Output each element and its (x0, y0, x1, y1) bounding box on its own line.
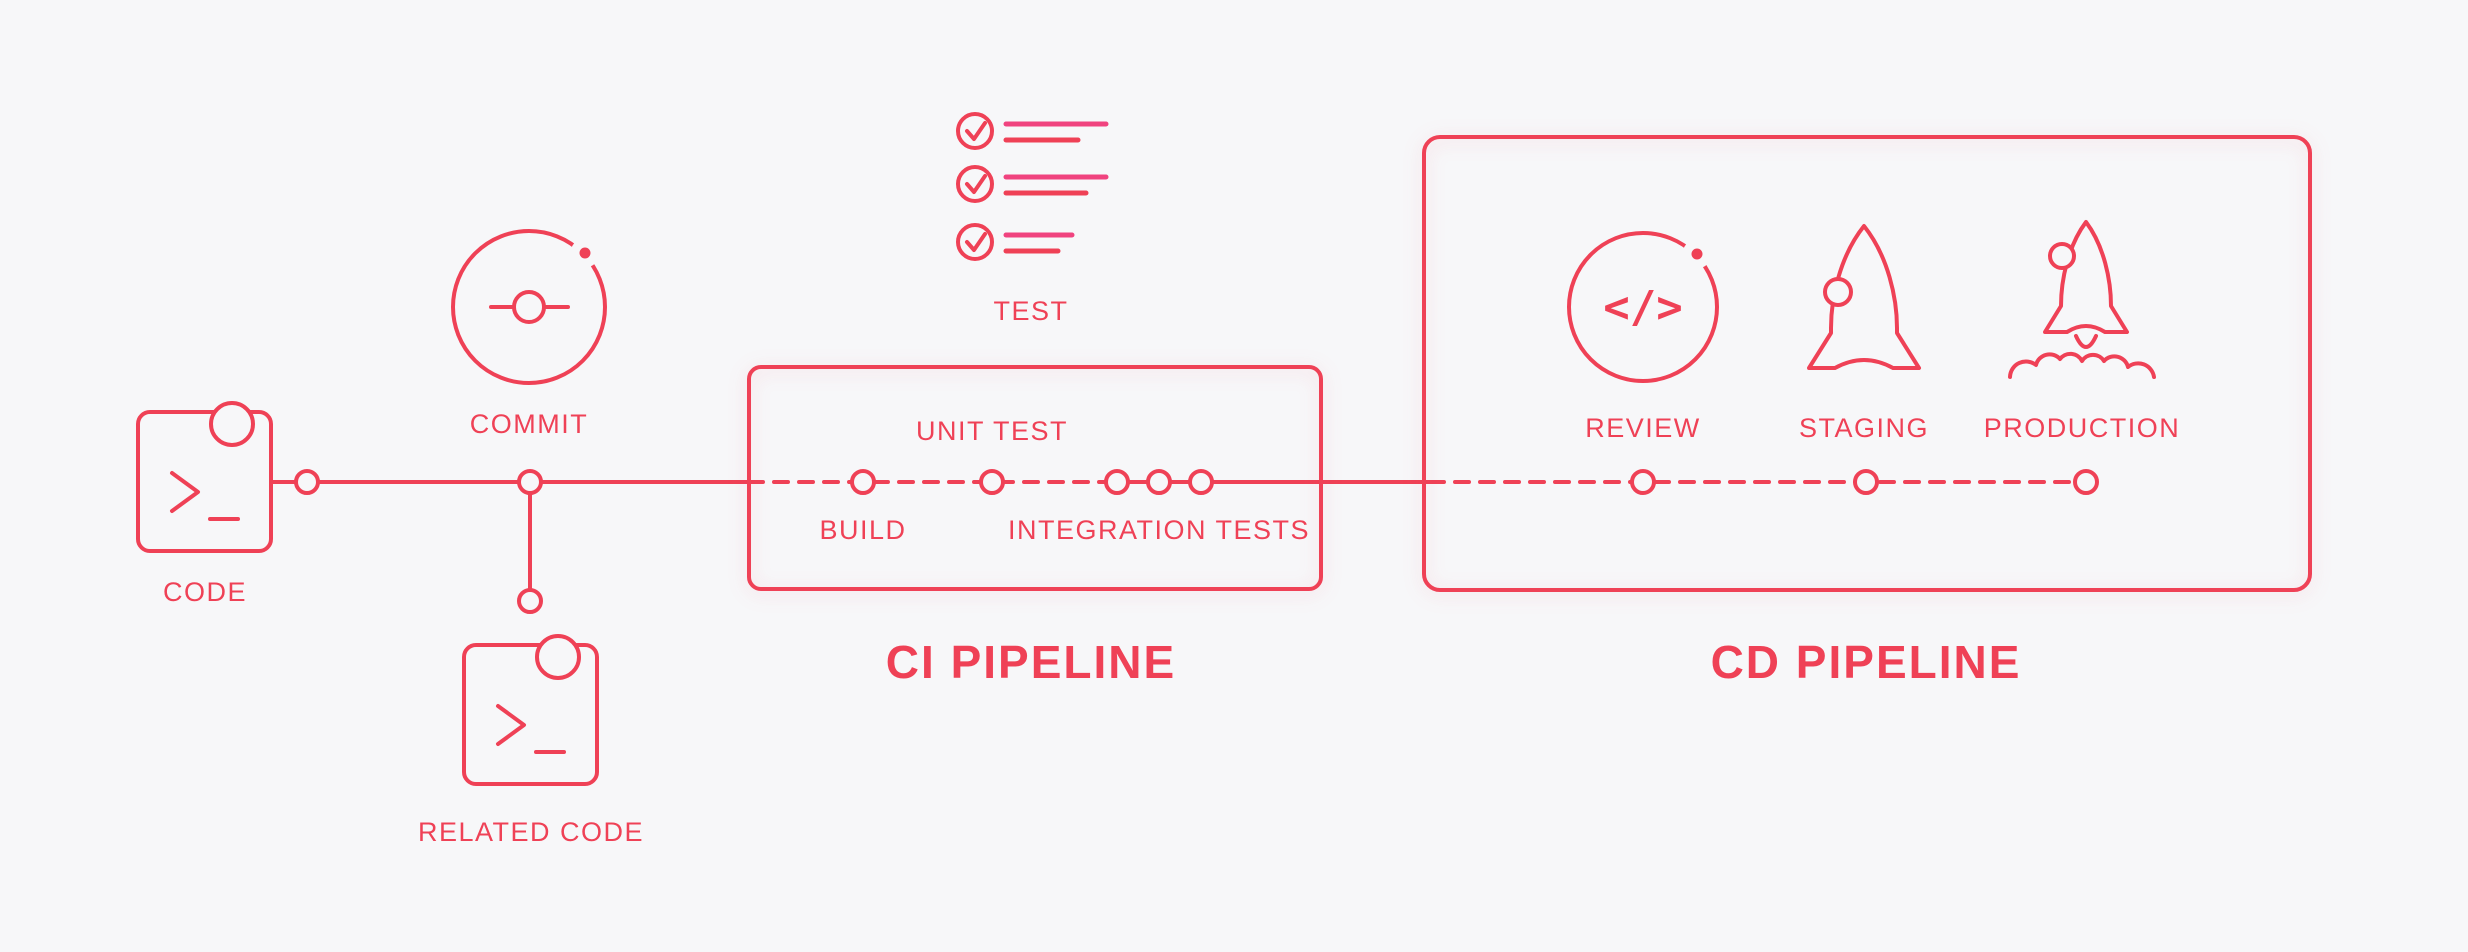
build-label: BUILD (819, 515, 906, 545)
review-icon-orbit (1567, 231, 1719, 383)
ci-pipeline-title: CI PIPELINE (886, 636, 1176, 688)
node-related-code (517, 588, 543, 614)
related-code-icon-prompt-chevron (496, 704, 526, 746)
integration-tests-label: INTEGRATION TESTS (1008, 515, 1310, 545)
commit-icon-orbit (451, 229, 607, 385)
cd-pipeline-box (1422, 135, 2312, 592)
production-label: PRODUCTION (1984, 413, 2181, 443)
node-integration-3 (1188, 469, 1214, 495)
cd-pipeline-title: CD PIPELINE (1711, 636, 2022, 688)
check-circle-icon (956, 165, 994, 203)
node-commit (517, 469, 543, 495)
node-integration-2 (1146, 469, 1172, 495)
rocket-window (1823, 277, 1853, 307)
test-label: TEST (993, 296, 1068, 326)
review-label: REVIEW (1585, 413, 1701, 443)
production-launch-icon (2008, 220, 2156, 379)
check-mark-icon (965, 232, 987, 252)
code-icon-badge (209, 401, 255, 447)
code-icon-prompt-chevron (170, 471, 200, 513)
node-code (294, 469, 320, 495)
commit-label: COMMIT (470, 409, 588, 439)
code-icon-window (136, 410, 273, 553)
launch-cloud (2008, 351, 2156, 379)
related-code-icon (462, 634, 599, 786)
code-label: CODE (163, 577, 247, 607)
review-icon-satellite-dot (1682, 239, 1712, 269)
node-production (2073, 469, 2099, 495)
ci-pipeline-box (747, 365, 1323, 591)
staging-rocket-icon (1807, 224, 1921, 370)
rocket-body (2043, 220, 2129, 334)
test-checklist-icon (956, 112, 1109, 261)
node-build (850, 469, 876, 495)
node-review (1630, 469, 1656, 495)
related-code-icon-window (462, 643, 599, 786)
rocket-window (2048, 242, 2076, 270)
node-staging (1853, 469, 1879, 495)
review-icon-glyph: </> (1603, 282, 1682, 333)
check-circle-icon (956, 223, 994, 261)
node-integration-1 (1104, 469, 1130, 495)
check-circle-icon (956, 112, 994, 150)
commit-icon-satellite-dot (570, 238, 600, 268)
commit-icon-center (512, 290, 546, 324)
node-unit-test (979, 469, 1005, 495)
rocket-flame (2074, 334, 2098, 349)
related-code-label: RELATED CODE (418, 817, 644, 847)
check-mark-icon (965, 121, 987, 141)
check-mark-icon (965, 174, 987, 194)
staging-label: STAGING (1799, 413, 1929, 443)
pipeline-nodes (294, 469, 2099, 614)
code-review-icon: </> (1567, 231, 1719, 383)
code-icon (136, 401, 273, 553)
unit-test-label: UNIT TEST (916, 416, 1068, 446)
commit-icon (451, 229, 607, 385)
related-code-icon-badge (535, 634, 581, 680)
